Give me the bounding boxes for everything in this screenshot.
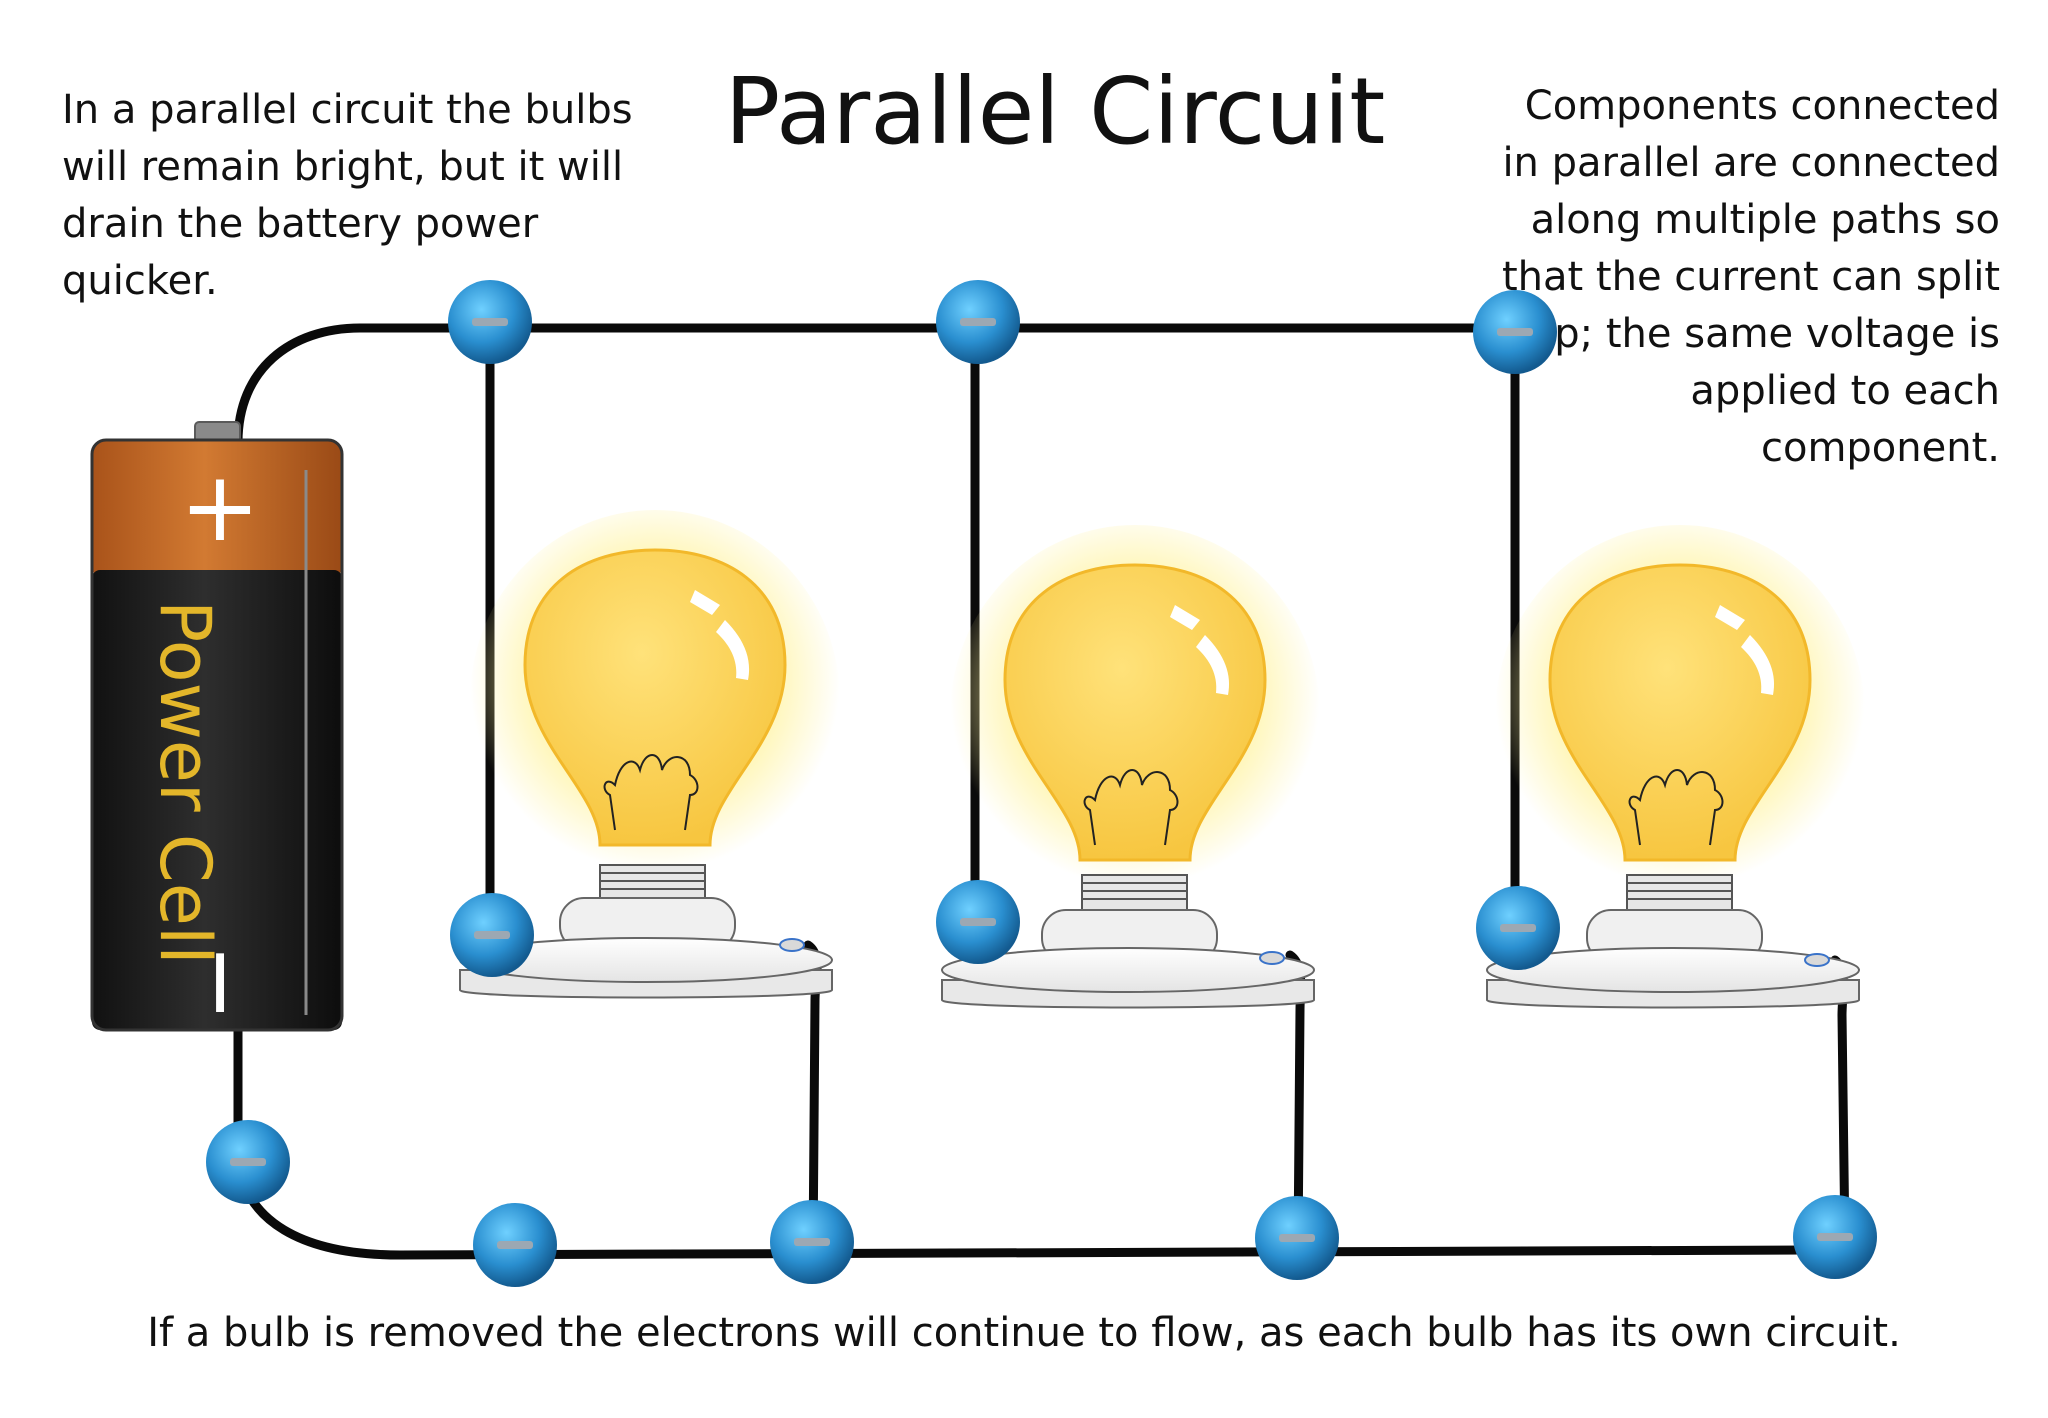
battery-label: Power Cell bbox=[144, 600, 226, 965]
electrons bbox=[206, 280, 1877, 1287]
electron-icon bbox=[1793, 1195, 1877, 1279]
right-explanation: Components connected in parallel are con… bbox=[1501, 83, 2000, 471]
bottom-explanation: If a bulb is removed the electrons will … bbox=[147, 1310, 1901, 1356]
left-explanation: In a parallel circuit the bulbs will rem… bbox=[62, 87, 633, 304]
electron-icon bbox=[936, 280, 1020, 364]
electron-icon bbox=[450, 893, 534, 977]
electron-icon bbox=[1476, 886, 1560, 970]
electron-icon bbox=[936, 880, 1020, 964]
battery-positive-sign: + bbox=[180, 451, 260, 563]
electron-icon bbox=[1255, 1196, 1339, 1280]
electron-icon bbox=[770, 1200, 854, 1284]
battery-negative-wire bbox=[233, 1007, 1815, 1260]
battery-body bbox=[92, 570, 342, 1030]
battery-positive-wire bbox=[233, 323, 1520, 447]
battery-top bbox=[92, 440, 342, 580]
electron-icon bbox=[448, 280, 532, 364]
battery-icon: + Power Cell I bbox=[90, 421, 344, 1032]
electron-icon bbox=[206, 1120, 290, 1204]
electron-icon bbox=[1473, 290, 1557, 374]
page-title: Parallel Circuit bbox=[724, 58, 1386, 165]
electron-icon bbox=[473, 1203, 557, 1287]
light-bulb-icon bbox=[459, 510, 840, 999]
light-bulb-icon bbox=[1486, 525, 1865, 1009]
light-bulb-icon bbox=[941, 525, 1320, 1009]
battery-negative-sign: I bbox=[208, 938, 232, 1031]
